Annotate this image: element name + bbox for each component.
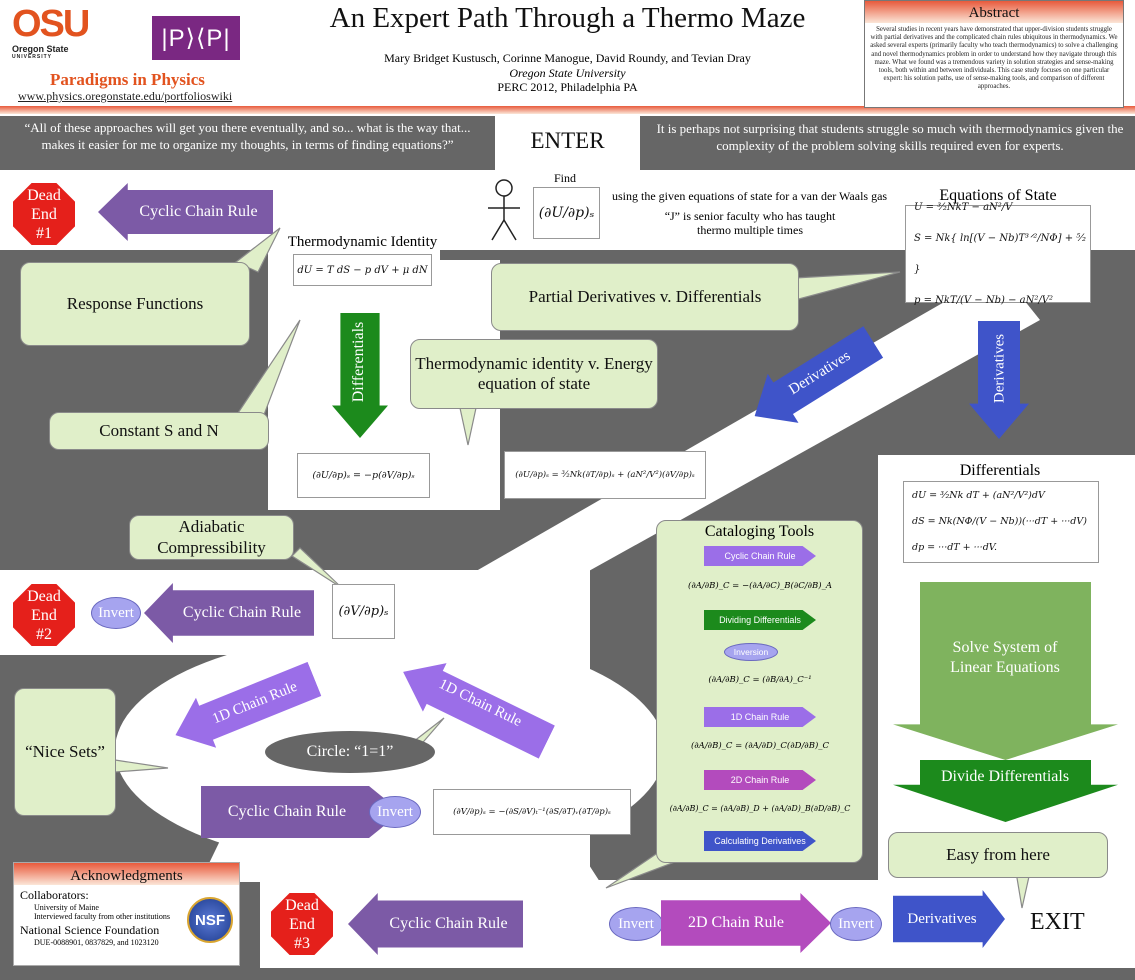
nice-sets-bubble: “Nice Sets” [14, 688, 116, 816]
differential-ds: dS = Nk(NΦ/(V − Nb))(···dT + ···dV) [912, 516, 1087, 527]
collaborator-faculty: Interviewed faculty from other instituti… [34, 912, 170, 921]
abstract-box: Abstract Several studies in recent years… [864, 0, 1124, 108]
dv-dp-equation: (∂V/∂p)ₛ [332, 584, 395, 639]
derivatives-bottom-arrow: Derivatives [893, 890, 1005, 948]
banner-left [0, 116, 495, 170]
thermo-vs-energy-bubble: Thermodynamic identity v. Energy equatio… [410, 339, 658, 409]
2d-chain-rule-arrow: 2D Chain Rule [661, 893, 831, 953]
tool-eq-inversion: (∂A/∂B)_C = (∂B/∂A)_C⁻¹ [708, 675, 812, 685]
abstract-text: Several studies in recent years have dem… [870, 26, 1118, 91]
cataloging-heading: Cataloging Tools [704, 523, 815, 540]
given-text: using the given equations of state for a… [612, 189, 888, 203]
invert-oval-center: Invert [369, 796, 421, 828]
j-note: “J” is senior faculty who has taught the… [664, 209, 836, 237]
tool-eq-2d-chain: (∂A/∂B)_C = (∂A/∂B)_D + (∂A/∂D)_B(∂D/∂B)… [669, 804, 851, 813]
easy-from-here-bubble: Easy from here [888, 832, 1108, 878]
partial-vs-differentials-bubble: Partial Derivatives v. Differentials [491, 263, 799, 331]
nsf-logo: NSF [187, 897, 233, 943]
wiki-link[interactable]: www.physics.oregonstate.edu/portfolioswi… [18, 89, 233, 103]
dead-end-2: Dead End #2 [13, 584, 75, 646]
eos-heading: Equations of State [939, 187, 1057, 204]
nsf-label: National Science Foundation [20, 923, 160, 937]
solve-system-arrow [893, 582, 1118, 760]
maze-bottom-strip [0, 968, 1135, 980]
invert-oval-dead-end-2: Invert [91, 597, 141, 629]
find-label: Find [554, 171, 577, 185]
eos-eq-pressure: p = NkT/(V − Nb) − aN²/V² [914, 295, 1053, 306]
differential-du: dU = ³⁄₂Nk dT + (aN²/V²)dV [912, 490, 1045, 501]
tool-eq-cyclic: (∂A/∂B)_C = −(∂A/∂C)_B(∂C/∂B)_A [688, 581, 832, 591]
invert-oval-bottom-right: Invert [830, 907, 882, 941]
differential-dp: dp = ···dT + ···dV. [912, 542, 997, 553]
abstract-heading: Abstract [865, 1, 1123, 23]
du-dp-equation: (∂U/∂p)ₛ = −p(∂V/∂p)ₛ [297, 453, 430, 498]
collaborator-maine: University of Maine [34, 903, 99, 912]
invert-oval-bottom-left: Invert [609, 907, 663, 941]
differentials-box: dU = ³⁄₂Nk dT + (aN²/V²)dV dS = Nk(NΦ/(V… [903, 481, 1099, 563]
constant-s-n-bubble: Constant S and N [49, 412, 269, 450]
tool-eq-1d-chain: (∂A/∂B)_C = (∂A/∂D)_C(∂D/∂B)_C [690, 741, 830, 751]
acknowledgments-heading: Acknowledgments [14, 863, 239, 885]
dead-end-1: Dead End #1 [13, 183, 75, 245]
nsf-grants: DUE-0088901, 0837829, and 1023120 [34, 938, 159, 947]
paradigms-label: Paradigms in Physics [50, 70, 205, 89]
differentials-arrow-label: Differentials [350, 321, 367, 403]
header-accent-band [0, 106, 1135, 114]
authors: Mary Bridget Kustusch, Corinne Manogue, … [384, 51, 751, 65]
cataloging-tools-panel [656, 520, 863, 863]
derivatives-right-label: Derivatives [991, 333, 1008, 404]
tool-inversion: Inversion [724, 643, 778, 661]
tool-1d-chain-rule: 1D Chain Rule [704, 707, 816, 727]
solve-system-label: Solve System of Linear Equations [950, 639, 1060, 676]
tool-2d-chain-rule: 2D Chain Rule [704, 770, 816, 790]
enter-label: ENTER [530, 128, 605, 153]
cyclic-chain-rule-arrow-1: Cyclic Chain Rule [98, 183, 273, 241]
collaborators-label: Collaborators: [20, 888, 89, 902]
eos-eq-energy: U = ³⁄₂NkT − aN²/V [914, 202, 1013, 213]
thermo-identity-heading: Thermodynamic Identity [287, 234, 438, 250]
dead-end-3: Dead End #3 [271, 893, 333, 955]
find-equation: (∂U/∂p)ₛ [533, 187, 600, 239]
banner-note: It is perhaps not surprising that studen… [656, 121, 1124, 153]
tool-cyclic-chain-rule: Cyclic Chain Rule [704, 546, 816, 566]
cyclic-chain-rule-arrow-3: Cyclic Chain Rule [348, 893, 523, 955]
tool-calculating-derivatives: Calculating Derivatives [704, 831, 816, 851]
conference: PERC 2012, Philadelphia PA [497, 80, 638, 94]
cyclic-equation: (∂V/∂p)ₛ = −(∂S/∂V)ₜ⁻¹(∂S/∂T)ᵥ(∂T/∂p)ₛ [433, 789, 631, 835]
expert-stick-figure-icon [488, 179, 520, 241]
eos-box: U = ³⁄₂NkT − aN²/V S = Nk{ ln[(V − Nb)T³… [905, 202, 1091, 306]
pxp-logo: |P⟩⟨P| [152, 16, 240, 60]
poster-title: An Expert Path Through a Thermo Maze [329, 2, 806, 34]
exit-label: EXIT [1030, 909, 1085, 935]
differentials-heading: Differentials [959, 462, 1041, 479]
cyclic-chain-rule-arrow-2: Cyclic Chain Rule [144, 583, 314, 643]
response-functions-bubble: Response Functions [20, 262, 250, 346]
banner-quote: “All of these approaches will get you th… [24, 120, 471, 152]
eos-eq-entropy: S = Nk{ ln[(V − Nb)T³ᐟ²/NΦ] + ⁵⁄₂ } [914, 233, 1086, 275]
banner-right [640, 116, 1135, 170]
tool-dividing-differentials: Dividing Differentials [704, 610, 816, 630]
circle-one-equals-one: Circle: “1=1” [265, 731, 435, 773]
cyclic-chain-rule-arrow-center: Cyclic Chain Rule [201, 786, 401, 838]
university: Oregon State University [509, 66, 626, 80]
divide-differentials-label: Divide Differentials [940, 768, 1070, 785]
adiabatic-compressibility-bubble: Adiabatic Compressibility [129, 515, 294, 560]
du-dp-long-equation: (∂U/∂p)ₛ = ³⁄₂Nk(∂T/∂p)ₛ + (aN²/V²)(∂V/∂… [504, 451, 706, 499]
thermo-identity-equation: dU = T dS − p dV + μ dN [293, 254, 432, 286]
